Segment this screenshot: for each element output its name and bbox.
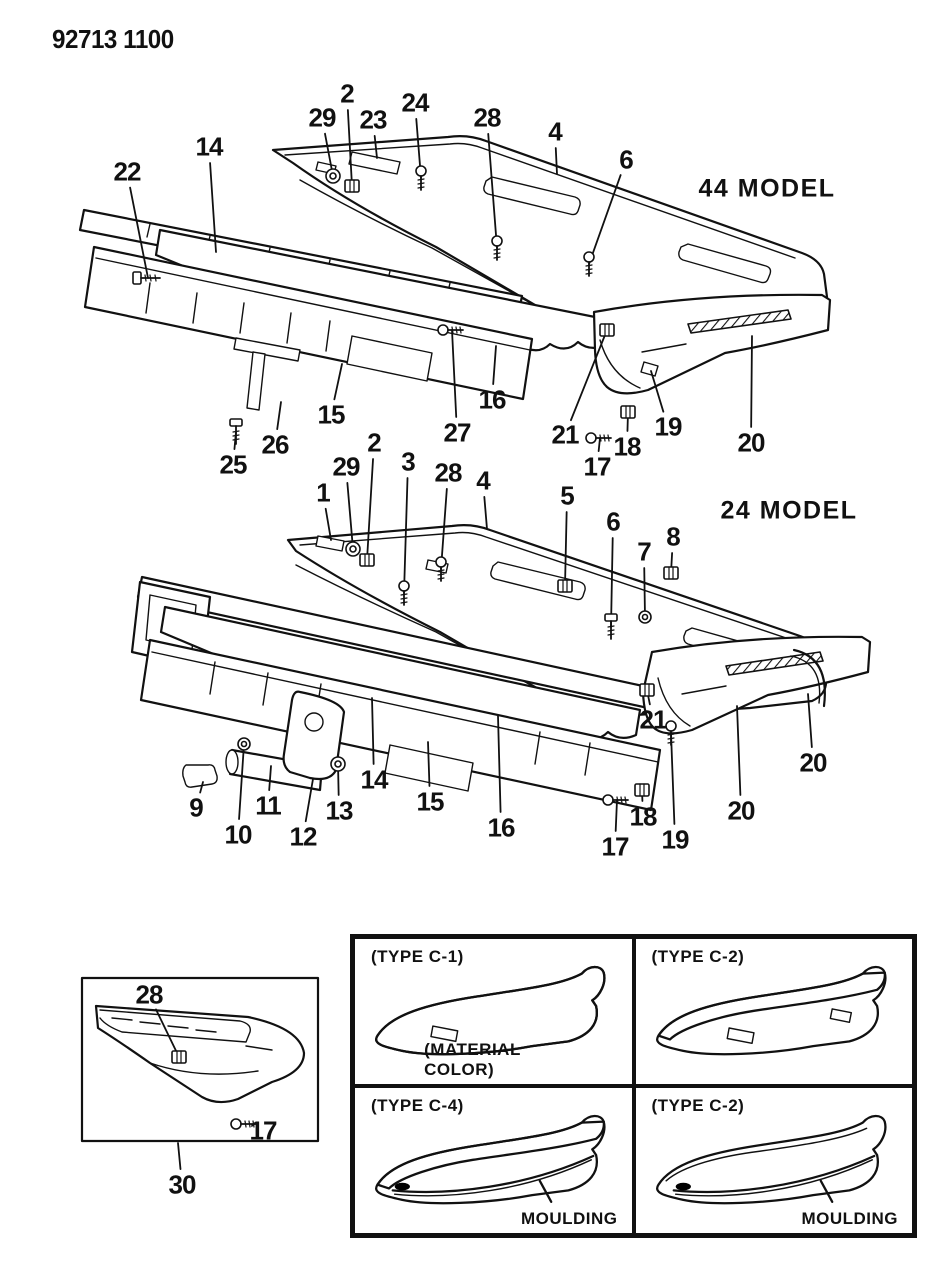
leader-line — [570, 329, 608, 422]
leader-line — [199, 781, 204, 794]
grommet-icon — [330, 756, 346, 772]
leader-line — [750, 335, 753, 428]
leader-line — [650, 370, 665, 413]
leader-line — [333, 363, 343, 401]
grommet-icon — [325, 168, 341, 184]
leader-line — [346, 109, 353, 187]
bumper-cover-44 — [271, 135, 829, 335]
leader-line — [427, 741, 431, 787]
leader-line — [492, 345, 497, 385]
leader-line — [440, 488, 448, 570]
leader-line — [129, 186, 149, 279]
leader-line — [610, 537, 614, 628]
clip-icon — [171, 1050, 187, 1064]
clip-icon — [557, 579, 573, 593]
leader-line — [588, 174, 622, 265]
type-cell-c2-bottom: (TYPE C-2) MOULDING — [633, 1086, 914, 1235]
leader-line — [155, 1008, 180, 1058]
moulding-strip-24 — [790, 648, 826, 708]
bumper-sketch-plain-moulding — [655, 1114, 887, 1205]
leader-line — [451, 329, 458, 418]
leader-line — [614, 799, 618, 832]
leader-line — [807, 693, 813, 748]
bolt-icon — [229, 418, 243, 445]
bumper-type-table: (TYPE C-1) (MATERIAL COLOR) (TYPE C-2) (… — [350, 934, 917, 1238]
leader-line — [597, 437, 601, 452]
leader-line — [268, 765, 272, 791]
leader-line — [324, 507, 332, 541]
leader-line — [346, 482, 354, 550]
clip-icon — [344, 179, 360, 193]
bolt-icon — [604, 613, 618, 640]
screw-icon — [583, 251, 595, 277]
leader-line — [373, 135, 378, 159]
type-cell-title: (TYPE C-1) — [371, 947, 464, 966]
type-cell-c2-top: (TYPE C-2) — [633, 937, 914, 1086]
nut-icon — [638, 610, 652, 624]
bumper-sketch-hatch-moulding — [375, 1114, 606, 1205]
screw-icon — [415, 165, 427, 191]
leader-line — [643, 567, 646, 618]
moulding-note: MOULDING — [801, 1209, 898, 1228]
leader-line — [276, 401, 282, 431]
leader-line — [483, 496, 488, 530]
clip-icon — [639, 683, 655, 697]
material-color-note: (MATERIAL COLOR) — [424, 1040, 521, 1079]
leader-line — [304, 778, 314, 823]
leader-line — [177, 1142, 182, 1170]
leader-line — [371, 697, 375, 765]
leader-line — [209, 162, 217, 253]
leader-line — [487, 133, 498, 249]
screw-icon — [665, 720, 677, 746]
variant-inset-box — [80, 976, 320, 1143]
clip-icon — [663, 566, 679, 580]
moulding-note: MOULDING — [520, 1209, 618, 1228]
clip-icon — [620, 405, 636, 419]
type-cell-title: (TYPE C-2) — [651, 947, 745, 966]
clip-icon — [599, 323, 615, 337]
type-cell-title: (TYPE C-4) — [371, 1096, 464, 1115]
leader-line — [670, 732, 676, 825]
leader-line — [564, 511, 568, 587]
type-cell-title: (TYPE C-2) — [651, 1096, 745, 1115]
type-cell-c4: (TYPE C-4) MOULDING — [353, 1086, 634, 1235]
screw-h-icon — [230, 1118, 257, 1130]
screw-h-icon — [585, 432, 612, 444]
leader-line — [238, 743, 245, 820]
grommet-icon — [345, 541, 361, 557]
screw-icon — [435, 556, 447, 582]
clip-icon — [359, 553, 375, 567]
type-cell-c1: (TYPE C-1) (MATERIAL COLOR) — [353, 937, 634, 1086]
screw-h-icon — [437, 324, 464, 336]
bumper-sketch-full-hatch — [375, 965, 606, 1056]
leader-line — [366, 458, 374, 561]
face-bar-44 — [83, 245, 534, 401]
screw-h-icon — [602, 794, 629, 806]
screw-icon — [491, 235, 503, 261]
bolt-h-icon — [132, 271, 161, 285]
bracket-44 — [233, 337, 301, 411]
leader-line — [497, 715, 502, 813]
clip-icon — [634, 783, 650, 797]
leader-line — [736, 705, 742, 796]
shock-absorber-assembly — [182, 690, 346, 792]
nut-icon — [237, 737, 251, 751]
leader-line — [554, 147, 558, 175]
screw-icon — [398, 580, 410, 606]
bumper-sketch-strip-hatch — [655, 965, 887, 1056]
corner-face-44 — [592, 293, 832, 395]
leader-line — [403, 477, 409, 594]
